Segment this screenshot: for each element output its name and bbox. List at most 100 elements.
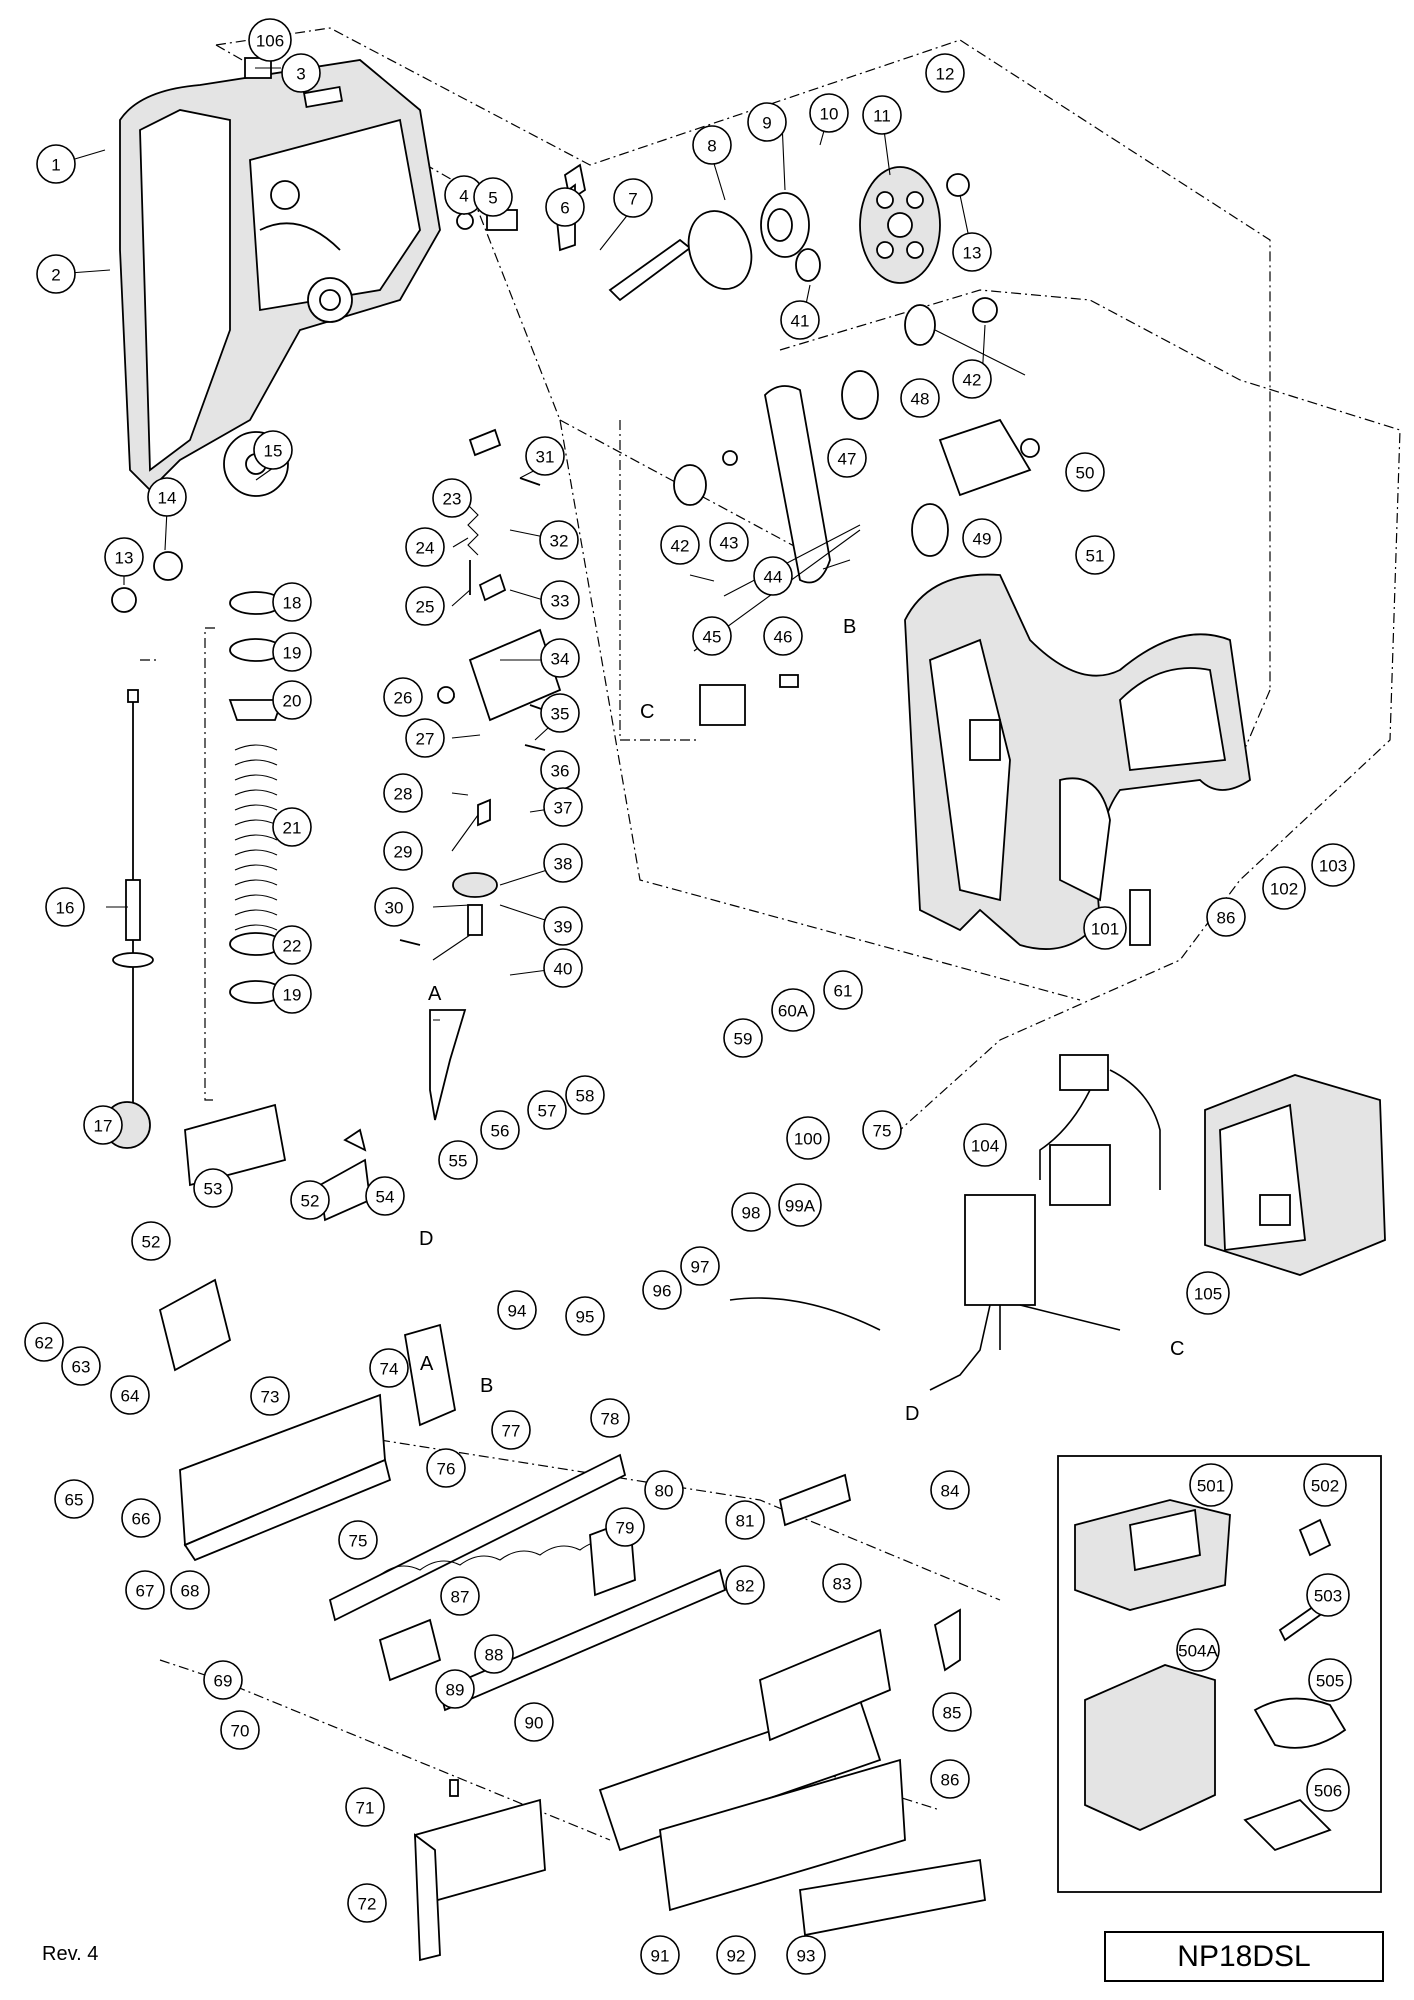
callout-22: 22 — [272, 925, 312, 965]
callout-label: 35 — [551, 705, 570, 724]
callout-label: 28 — [394, 785, 413, 804]
callout-86: 86 — [1206, 897, 1246, 937]
callout-32: 32 — [539, 520, 579, 560]
callout-label: 30 — [385, 899, 404, 918]
revision-label: Rev. 4 — [42, 1943, 99, 1965]
carrying-case — [1084, 1664, 1216, 1831]
callout-36: 36 — [540, 750, 580, 790]
callout-45: 45 — [692, 616, 732, 656]
nose-cap — [1298, 1518, 1332, 1557]
callout-label: 38 — [554, 855, 573, 874]
tag-d-lower: D — [905, 1403, 919, 1425]
callout-17: 17 — [83, 1105, 123, 1145]
callout-106: 106 — [248, 18, 292, 62]
driver-column — [103, 431, 289, 1149]
callout-label: 90 — [525, 1714, 544, 1733]
callout-6: 6 — [545, 187, 585, 227]
callout-label: 84 — [941, 1482, 960, 1501]
callout-label: 64 — [121, 1387, 140, 1406]
callout-2: 2 — [36, 254, 76, 294]
callout-label: 43 — [720, 534, 739, 553]
callout-label: 77 — [502, 1422, 521, 1441]
callout-84: 84 — [930, 1470, 970, 1510]
callout-label: 46 — [774, 628, 793, 647]
callout-label: 49 — [973, 530, 992, 549]
callout-13: 13 — [104, 537, 144, 577]
callout-42: 42 — [952, 359, 992, 399]
callout-label: 53 — [204, 1180, 223, 1199]
callout-71: 71 — [345, 1787, 385, 1827]
drive-assembly — [244, 57, 1040, 726]
callout-5: 5 — [473, 177, 513, 217]
callout-label: 81 — [736, 1512, 755, 1531]
callout-label: 31 — [536, 448, 555, 467]
callout-label: 18 — [283, 594, 302, 613]
callout-label: 26 — [394, 689, 413, 708]
callout-33: 33 — [540, 580, 580, 620]
callout-label: 92 — [727, 1947, 746, 1966]
callout-label: 70 — [231, 1722, 250, 1741]
callout-501: 501 — [1189, 1463, 1233, 1507]
callout-47: 47 — [827, 438, 867, 478]
accessories — [1074, 1499, 1347, 1852]
callout-94: 94 — [497, 1290, 537, 1330]
callout-11: 11 — [862, 95, 902, 135]
callout-label: 48 — [911, 390, 930, 409]
callout-27: 27 — [405, 718, 445, 758]
battery-pack — [1204, 1074, 1386, 1276]
callout-label: 60A — [778, 1002, 809, 1021]
callout-label: 42 — [963, 371, 982, 390]
callout-label: 93 — [797, 1947, 816, 1966]
callout-label: 97 — [691, 1258, 710, 1277]
callout-75: 75 — [862, 1110, 902, 1150]
callout-56: 56 — [480, 1110, 520, 1150]
callout-label: 2 — [51, 266, 60, 285]
callout-4: 4 — [444, 175, 484, 215]
callout-52: 52 — [290, 1180, 330, 1220]
callout-38: 38 — [543, 843, 583, 883]
callout-label: 21 — [283, 819, 302, 838]
callout-label: 50 — [1076, 464, 1095, 483]
callout-104: 104 — [963, 1123, 1007, 1167]
tag-d-upper: D — [419, 1228, 433, 1250]
callout-91: 91 — [640, 1935, 680, 1975]
callout-label: 55 — [449, 1152, 468, 1171]
callout-label: 506 — [1314, 1782, 1342, 1801]
callout-label: 44 — [764, 568, 783, 587]
callout-label: 33 — [551, 592, 570, 611]
callout-label: 15 — [264, 442, 283, 461]
callout-label: 65 — [65, 1491, 84, 1510]
callout-label: 75 — [349, 1532, 368, 1551]
callout-label: 34 — [551, 650, 570, 669]
callout-44: 44 — [753, 556, 793, 596]
callout-67: 67 — [125, 1570, 165, 1610]
callout-label: 86 — [941, 1771, 960, 1790]
tag-a-lower: A — [420, 1353, 434, 1375]
callout-label: 57 — [538, 1102, 557, 1121]
callout-label: 22 — [283, 937, 302, 956]
callout-62: 62 — [24, 1322, 64, 1362]
callout-label: 68 — [181, 1582, 200, 1601]
callout-42: 42 — [660, 525, 700, 565]
callout-label: 4 — [459, 187, 468, 206]
callout-105: 105 — [1186, 1271, 1230, 1315]
callout-90: 90 — [514, 1702, 554, 1742]
callout-29: 29 — [383, 831, 423, 871]
callout-label: 80 — [655, 1482, 674, 1501]
callout-21: 21 — [272, 807, 312, 847]
callout-9: 9 — [747, 102, 787, 142]
model-title-box: NP18DSL — [1104, 1931, 1384, 1982]
callout-19: 19 — [272, 632, 312, 672]
callout-label: 40 — [554, 960, 573, 979]
callout-label: 58 — [576, 1087, 595, 1106]
callout-label: 99A — [785, 1197, 816, 1216]
callout-label: 27 — [416, 730, 435, 749]
callout-46: 46 — [763, 616, 803, 656]
callout-label: 100 — [794, 1130, 822, 1149]
callout-89: 89 — [435, 1669, 475, 1709]
callout-label: 105 — [1194, 1285, 1222, 1304]
callout-505: 505 — [1308, 1658, 1352, 1702]
callout-39: 39 — [543, 906, 583, 946]
callout-7: 7 — [613, 178, 653, 218]
